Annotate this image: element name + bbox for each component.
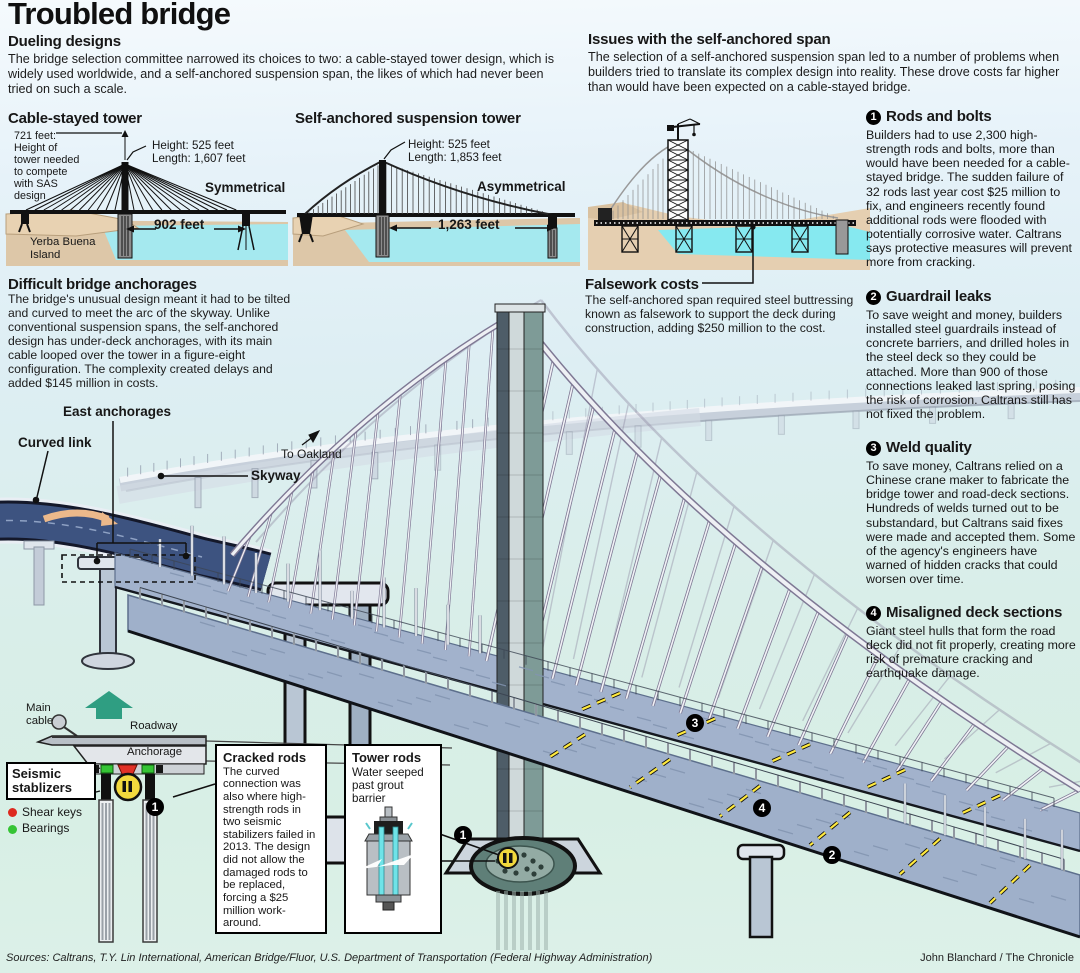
cracked-rods-body: The curved connection was also where hig… [223,765,316,930]
seismic-stabilizers-heading: Seismic stablizers [12,766,72,795]
cable-stayed-diagram [5,130,288,266]
issue-item-guardrail-leaks: 2 Guardrail leaks To save weight and mone… [866,288,1078,421]
tower-rods-heading: Tower rods [352,750,422,765]
bearing-left [100,764,114,774]
issue-heading: 3 Weld quality [866,439,1078,456]
sources-credit: Sources: Caltrans, T.Y. Lin Internationa… [6,952,653,964]
legend-label: Shear keys [22,805,83,819]
leader-lines [32,421,500,862]
bearing-right [141,764,155,774]
issue-body: To save money, Caltrans relied on a Chin… [866,459,1076,587]
tower-rod-illustration [360,806,414,911]
issue-body: Giant steel hulls that form the road dec… [866,624,1076,681]
issue-number-badge: 1 [866,110,881,125]
to-oakland-label: To Oakland [281,447,342,461]
up-arrow [85,691,133,719]
issue-number-badge: 2 [866,290,881,305]
artist-credit: John Blanchard / The Chronicle [920,952,1074,964]
main-bridge-illustration [0,299,1080,950]
sas-height: Height: 525 feet [408,138,490,151]
issue-number-badge: 3 [866,441,881,456]
marker-1-inset: 1 [146,798,164,816]
cracked-rods-box: Cracked rods The curved connection was a… [215,744,327,934]
falsework-heading: Falsework costs [585,276,699,293]
dueling-designs-heading: Dueling designs [8,33,121,50]
seismic-stabilizers-box: Seismic stablizers [6,762,96,801]
main-cable-section [51,714,67,730]
east-anchorages-label: East anchorages [63,404,172,419]
cable-stayed-721-note: 721 feet: Height of tower needed to comp… [14,130,80,203]
falsework-illustration [588,118,870,284]
main-cables [229,310,1080,793]
tower-base-cutaway [443,836,603,950]
self-anchored-heading: Self-anchored suspension tower [295,110,521,127]
cable-stayed-span: 902 feet [154,217,205,232]
issue-heading-text: Rods and bolts [886,108,992,125]
issue-heading-text: Misaligned deck sections [886,604,1063,621]
legend-shear-keys: Shear keys [8,805,83,819]
light-posts [158,525,1064,870]
issues-heading: Issues with the self-anchored span [588,31,831,48]
anchorage-slab [72,745,207,765]
issue-heading: 1 Rods and bolts [866,108,1078,125]
issue-item-rods-and-bolts: 1 Rods and bolts Builders had to use 2,30… [866,108,1078,269]
skyway-label: Skyway [251,468,301,483]
east-anchorage-outline [61,554,196,583]
tower-rods-body: Water seeped past grout barrier [352,765,424,805]
yellow-deck-markers [543,691,1032,905]
marker-3-deck: 3 [686,714,704,732]
marker-2-deck: 2 [823,846,841,864]
issue-heading: 2 Guardrail leaks [866,288,1078,305]
issue-item-weld-quality: 3 Weld quality To save money, Caltrans re… [866,439,1078,586]
bearings-dot-icon [8,824,17,834]
anchorages-heading: Difficult bridge anchorages [8,276,197,293]
issue-heading-text: Guardrail leaks [886,288,992,305]
cable-stayed-heading: Cable-stayed tower [8,110,142,127]
anchorage-label: Anchorage [127,746,183,758]
roadway-slab [35,735,207,746]
curved-link-label: Curved link [18,435,92,450]
page-title: Troubled bridge [8,0,231,31]
dueling-designs-body: The bridge selection committee narrowed … [8,52,554,96]
self-anchored-diagram [292,141,580,266]
issues-section: Issues with the self-anchored span The s… [588,31,1080,95]
shear-keys-dot-icon [8,808,17,818]
marker-1-tower: 1 [454,826,472,844]
issue-heading-text: Weld quality [886,439,972,456]
issue-body: Builders had to use 2,300 high-strength … [866,128,1072,270]
self-anchored-dims: Height: 525 feet Length: 1,853 feet [408,138,524,164]
bridge-tower [494,303,546,876]
issue-number-badge: 4 [866,606,881,621]
cs-length: Length: 1,607 feet [152,151,246,165]
curved-link-road [0,497,273,595]
issue-item-misaligned-deck: 4 Misaligned deck sections Giant steel hu… [866,604,1078,681]
self-anchored-span: 1,263 feet [438,217,500,232]
cs-height: Height: 525 feet [152,139,234,152]
anchorages-body: The bridge's unusual design meant it had… [8,292,291,391]
yerba-buena-label: Yerba Buena Island [30,236,96,261]
legend-label: Bearings [22,821,70,836]
marker-4-deck: 4 [753,799,771,817]
cracked-rods-heading: Cracked rods [223,750,307,765]
issue-body: To save weight and money, builders insta… [866,308,1076,421]
tower-rods-box: Tower rods Water seeped past grout barri… [344,744,442,934]
self-anchored-symmetry: Asymmetrical [477,179,566,194]
stabilizers-legend: Shear keys Bearings [8,803,82,836]
suspenders-left [226,327,495,657]
dueling-designs-section: Dueling designs The bridge selection com… [8,33,566,97]
roadway-label: Roadway [130,720,178,732]
cable-stayed-symmetry: Symmetrical [205,180,286,195]
guardrail-posts [129,548,1066,872]
issue-heading: 4 Misaligned deck sections [866,604,1078,621]
failed-rods-highlight [113,772,143,802]
cable-stayed-dims: Height: 525 feet Length: 1,607 feet [152,139,264,165]
highlighted-rod [497,847,519,869]
sas-length: Length: 1,853 feet [408,150,502,164]
main-cable-label: Main cable [26,702,54,727]
falsework-body: The self-anchored span required steel bu… [585,293,854,336]
legend-bearings: Bearings [8,821,82,836]
anchorage-inset-diagram [35,691,453,943]
issues-body: The selection of a self-anchored suspens… [588,50,1060,94]
deck-near [127,593,1080,939]
